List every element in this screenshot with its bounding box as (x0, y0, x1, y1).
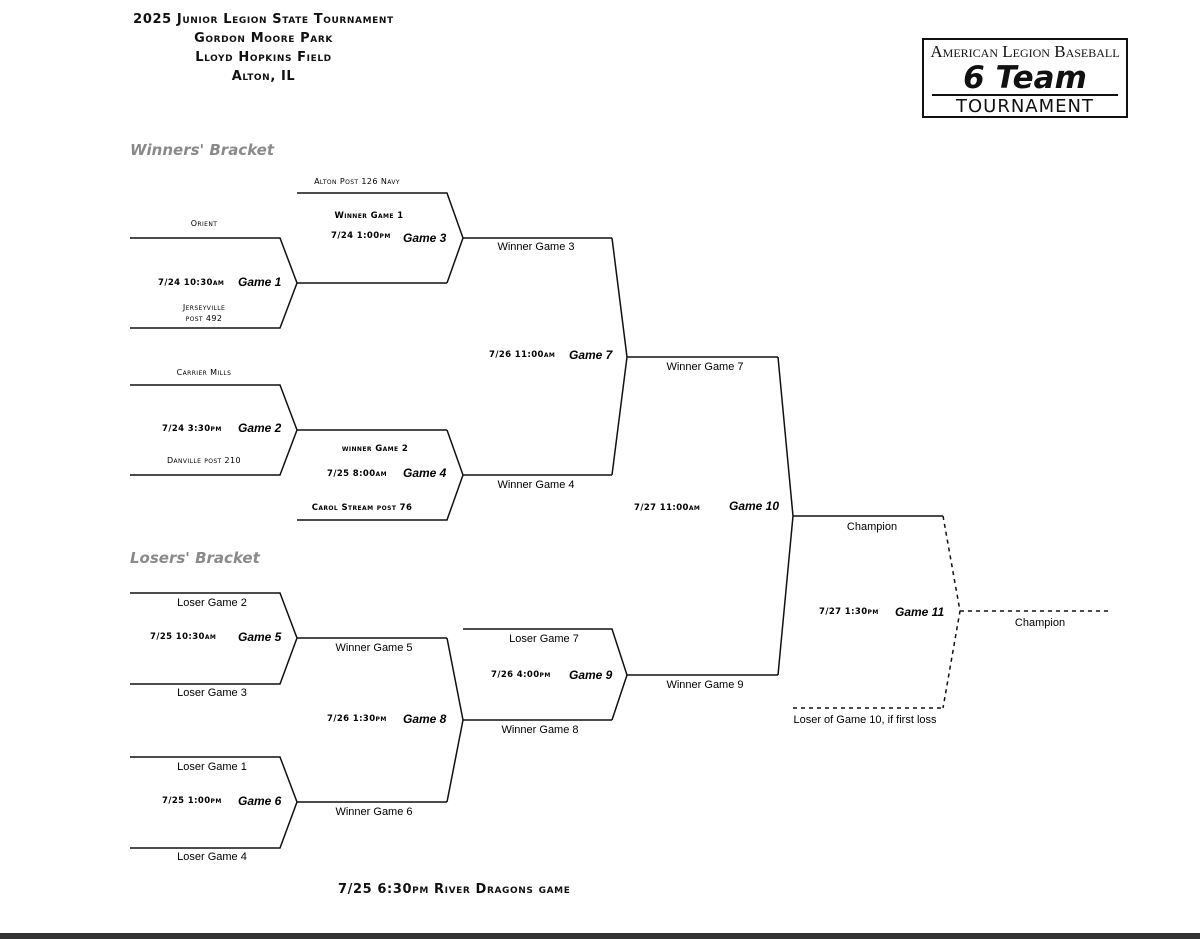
game-8-label: Game 8 (403, 712, 447, 726)
slot-loser-game-7: Loser Game 7 (509, 633, 579, 645)
slot-loser-game-3: Loser Game 3 (177, 687, 247, 699)
slot-loser-game-10: Loser of Game 10, if first loss (793, 714, 937, 726)
game-7-bracket (611, 237, 628, 476)
slot-loser-game-1: Loser Game 1 (177, 761, 247, 773)
header-location: Alton, IL (231, 69, 296, 84)
game-4-time: 7/25 8:00am (327, 469, 387, 479)
logo-line-3: TOURNAMENT (956, 96, 1094, 117)
slot-winner-game-2: winner Game 2 (342, 444, 408, 454)
slot-winner-game-7: Winner Game 7 (666, 361, 743, 373)
game-5-time: 7/25 10:30am (150, 632, 216, 642)
bracket-lines (130, 192, 943, 849)
slot-winner-game-1: Winner Game 1 (334, 211, 403, 221)
team-jerseyville-post: post 492 (186, 314, 223, 323)
slot-winner-game-4: Winner Game 4 (497, 479, 574, 491)
game-6-label: Game 6 (238, 794, 282, 808)
game-4-label: Game 4 (403, 466, 447, 480)
team-orient: Orient (191, 219, 218, 228)
river-dragons-note: 7/25 6:30pm River Dragons game (338, 882, 571, 897)
slot-winner-game-6: Winner Game 6 (335, 806, 412, 818)
slot-loser-game-4: Loser Game 4 (177, 851, 247, 863)
game-8-bracket (446, 637, 464, 803)
game-10-bracket (777, 356, 794, 676)
slot-winner-game-5: Winner Game 5 (335, 642, 412, 654)
team-carrier-mills: Carrier Mills (177, 368, 232, 377)
game-9-label: Game 9 (569, 668, 613, 682)
team-carol-stream: Carol Stream post 76 (312, 503, 413, 513)
losers-bracket-heading: Losers' Bracket (130, 549, 260, 567)
american-legion-logo: American Legion Baseball 6 Team TOURNAME… (922, 38, 1128, 118)
game-8-time: 7/26 1:30pm (327, 714, 387, 724)
team-danville: Danville post 210 (167, 456, 241, 465)
team-jerseyville: Jerseyville (182, 303, 225, 312)
game-6-time: 7/25 1:00pm (162, 796, 222, 806)
game-3-time: 7/24 1:00pm (331, 231, 391, 241)
slot-champion-game-10: Champion (847, 521, 897, 533)
slot-winner-game-8: Winner Game 8 (501, 724, 578, 736)
logo-line-2: 6 Team (932, 62, 1118, 96)
game-7-label: Game 7 (569, 348, 614, 362)
game-5-label: Game 5 (238, 630, 282, 644)
game-10-time: 7/27 11:00am (634, 503, 700, 513)
game-7-time: 7/26 11:00am (489, 350, 555, 360)
game-3-label: Game 3 (403, 231, 447, 245)
game-1-time: 7/24 10:30am (158, 278, 224, 288)
game-9-bracket (463, 628, 628, 721)
header-title: 2025 Junior Legion State Tournament (133, 12, 394, 27)
game-11-label: Game 11 (895, 605, 944, 619)
bottom-border-bar (0, 933, 1200, 939)
winners-bracket-heading: Winners' Bracket (130, 141, 274, 159)
header-field: Lloyd Hopkins Field (195, 50, 332, 65)
game-4-bracket (297, 429, 464, 521)
game-2-time: 7/24 3:30pm (162, 424, 222, 434)
game-11-dashed-lines (793, 515, 1112, 709)
slot-winner-game-9: Winner Game 9 (666, 679, 743, 691)
game-10-label: Game 10 (729, 499, 779, 513)
slot-loser-game-2: Loser Game 2 (177, 597, 247, 609)
tournament-header: 2025 Junior Legion State Tournament Gord… (96, 10, 431, 86)
team-alton-post-126: Alton Post 126 Navy (314, 177, 400, 186)
game-3-bracket (297, 192, 464, 284)
slot-champion-final: Champion (1015, 617, 1065, 629)
game-1-label: Game 1 (238, 275, 282, 289)
header-park: Gordon Moore Park (194, 31, 333, 46)
logo-line-1: American Legion Baseball (930, 42, 1120, 61)
slot-winner-game-3: Winner Game 3 (497, 241, 574, 253)
game-2-label: Game 2 (238, 421, 282, 435)
game-9-time: 7/26 4:00pm (491, 670, 551, 680)
game-11-time: 7/27 1:30pm (819, 607, 879, 617)
game-11-bracket (942, 515, 961, 709)
